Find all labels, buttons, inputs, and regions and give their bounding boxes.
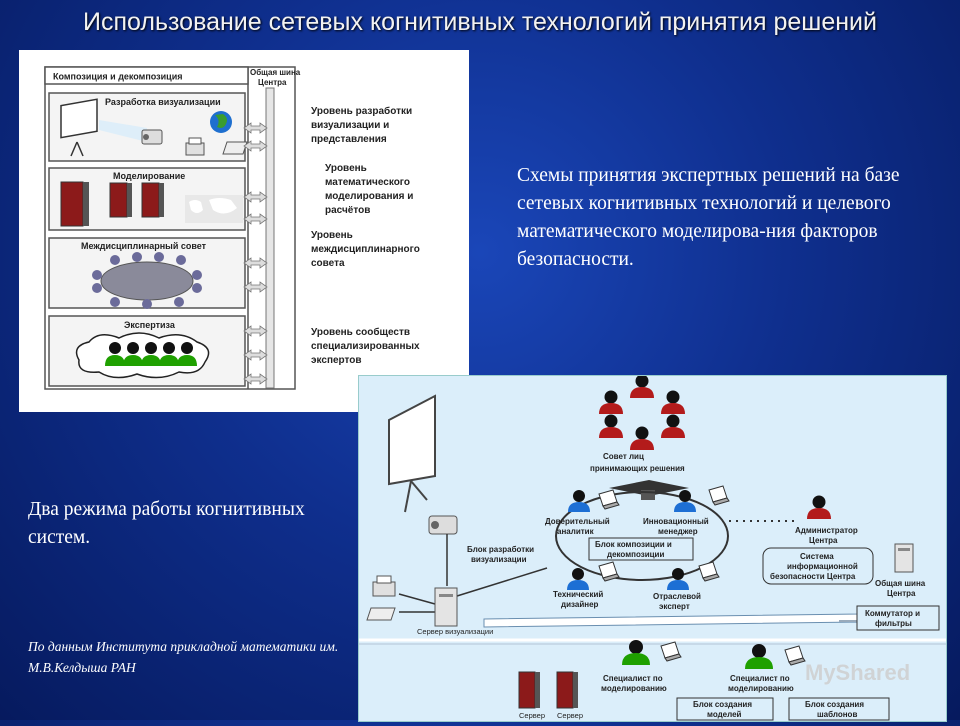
level-experts-3: экспертов: [311, 355, 362, 366]
innov-manager-1: Инновационный: [643, 517, 709, 526]
network-diagram-svg: Совет лиц принимающих решения Доверитель…: [359, 374, 946, 721]
trusted-analyst-2: аналитик: [557, 527, 595, 536]
modes-text: Два режима работы когнитивных систем.: [28, 499, 305, 548]
bus-label-1: Общая шина: [875, 579, 926, 588]
spec-model-1a: Специалист по: [603, 674, 663, 683]
level-council-1: Уровень: [311, 230, 353, 241]
switch-label-1: Коммутатор и: [865, 609, 920, 618]
block-templates-1: Блок создания: [805, 700, 864, 709]
projector-screen-icon: [60, 98, 98, 157]
level-math-3: моделирования и: [325, 191, 413, 202]
vis-block-label-2: визуализации: [471, 555, 527, 564]
projector-screen-icon: [388, 394, 436, 513]
sector-expert-2: эксперт: [659, 602, 690, 611]
vis-server-label: Сервер визуализации: [417, 627, 493, 636]
council-label-2: принимающих решения: [590, 464, 685, 473]
level-visualization-2: визуализации и: [311, 120, 389, 131]
block-composition-1: Блок композиции и: [595, 540, 672, 549]
level-council-3: совета: [311, 258, 345, 269]
source-credit: По данным Института прикладной математик…: [28, 639, 339, 675]
vis-server-icon: [434, 587, 458, 627]
bus-label-2: Центра: [887, 589, 916, 598]
printer-icon: [372, 575, 396, 597]
watermark-logo: MyShared: [805, 660, 911, 685]
tech-designer-2: дизайнер: [561, 600, 599, 609]
spec-model-1b: моделированию: [601, 684, 667, 693]
center-server-icon: [894, 543, 914, 573]
level-math-2: математического: [325, 177, 410, 188]
projector-icon: [428, 515, 458, 535]
scanner-icon: [366, 607, 396, 621]
block-templates-2: шаблонов: [817, 710, 857, 719]
block-models-1: Блок создания: [693, 700, 752, 709]
row-visualization-label: Разработка визуализации: [105, 97, 221, 107]
header-composition: Композиция и декомпозиция: [53, 72, 182, 82]
security-label-2: информационной: [787, 562, 858, 571]
expert-cloud-icon: [75, 332, 210, 379]
server-label-a: Сервер: [519, 711, 545, 720]
globe-icon: [210, 111, 232, 133]
level-experts-2: специализированных: [311, 341, 420, 352]
levels-diagram-svg: Композиция и декомпозиция Общая шина Цен…: [44, 66, 420, 390]
level-visualization-3: представления: [311, 134, 387, 145]
connection-hat-icon: [609, 480, 689, 500]
scanner-icon: [222, 141, 248, 155]
server-label-b: Сервер: [557, 711, 583, 720]
admin-label-2: Центра: [809, 536, 838, 545]
security-label-3: безопасности Центра: [770, 572, 856, 581]
bus-label-2: Центра: [258, 78, 287, 87]
world-map-icon: [185, 195, 243, 223]
level-experts-1: Уровень сообществ: [311, 326, 410, 338]
row-modeling-label: Моделирование: [113, 171, 185, 181]
row-council-label: Междисциплинарный совет: [81, 241, 207, 251]
sector-expert-1: Отраслевой: [653, 592, 701, 601]
innov-manager-2: менеджер: [658, 527, 698, 536]
description-text: Схемы принятия экспертных решений на баз…: [517, 165, 900, 270]
admin-label-1: Администратор: [795, 526, 858, 535]
trusted-analyst-1: Доверительный: [545, 517, 610, 526]
spec-model-2a: Специалист по: [730, 674, 790, 683]
row-expertise-label: Экспертиза: [124, 320, 176, 330]
server-icon: [60, 181, 164, 227]
level-math-1: Уровень: [325, 163, 367, 174]
round-table-icon: [92, 252, 202, 309]
projector-icon: [141, 129, 163, 145]
vis-block-label-1: Блок разработки: [467, 545, 534, 554]
levels-diagram: Композиция и декомпозиция Общая шина Цен…: [19, 50, 469, 412]
slide-title: Использование сетевых когнитивных технол…: [83, 8, 877, 36]
level-council-2: междисциплинарного: [311, 244, 420, 255]
printer-icon: [185, 137, 205, 156]
block-models-2: моделей: [707, 710, 742, 719]
council-people-icon: [599, 374, 685, 450]
block-composition-2: декомпозиции: [607, 550, 664, 559]
council-label-1: Совет лиц: [603, 452, 644, 461]
security-label-1: Система: [800, 552, 834, 561]
level-math-4: расчётов: [325, 205, 370, 216]
modeling-servers-icon: [518, 671, 579, 709]
network-diagram: Совет лиц принимающих решения Доверитель…: [358, 374, 947, 722]
bus-label-1: Общая шина: [250, 68, 301, 77]
level-visualization-1: Уровень разработки: [311, 105, 412, 117]
tech-designer-1: Технический: [553, 590, 603, 599]
spec-model-2b: моделированию: [728, 684, 794, 693]
switch-label-2: фильтры: [875, 619, 912, 628]
